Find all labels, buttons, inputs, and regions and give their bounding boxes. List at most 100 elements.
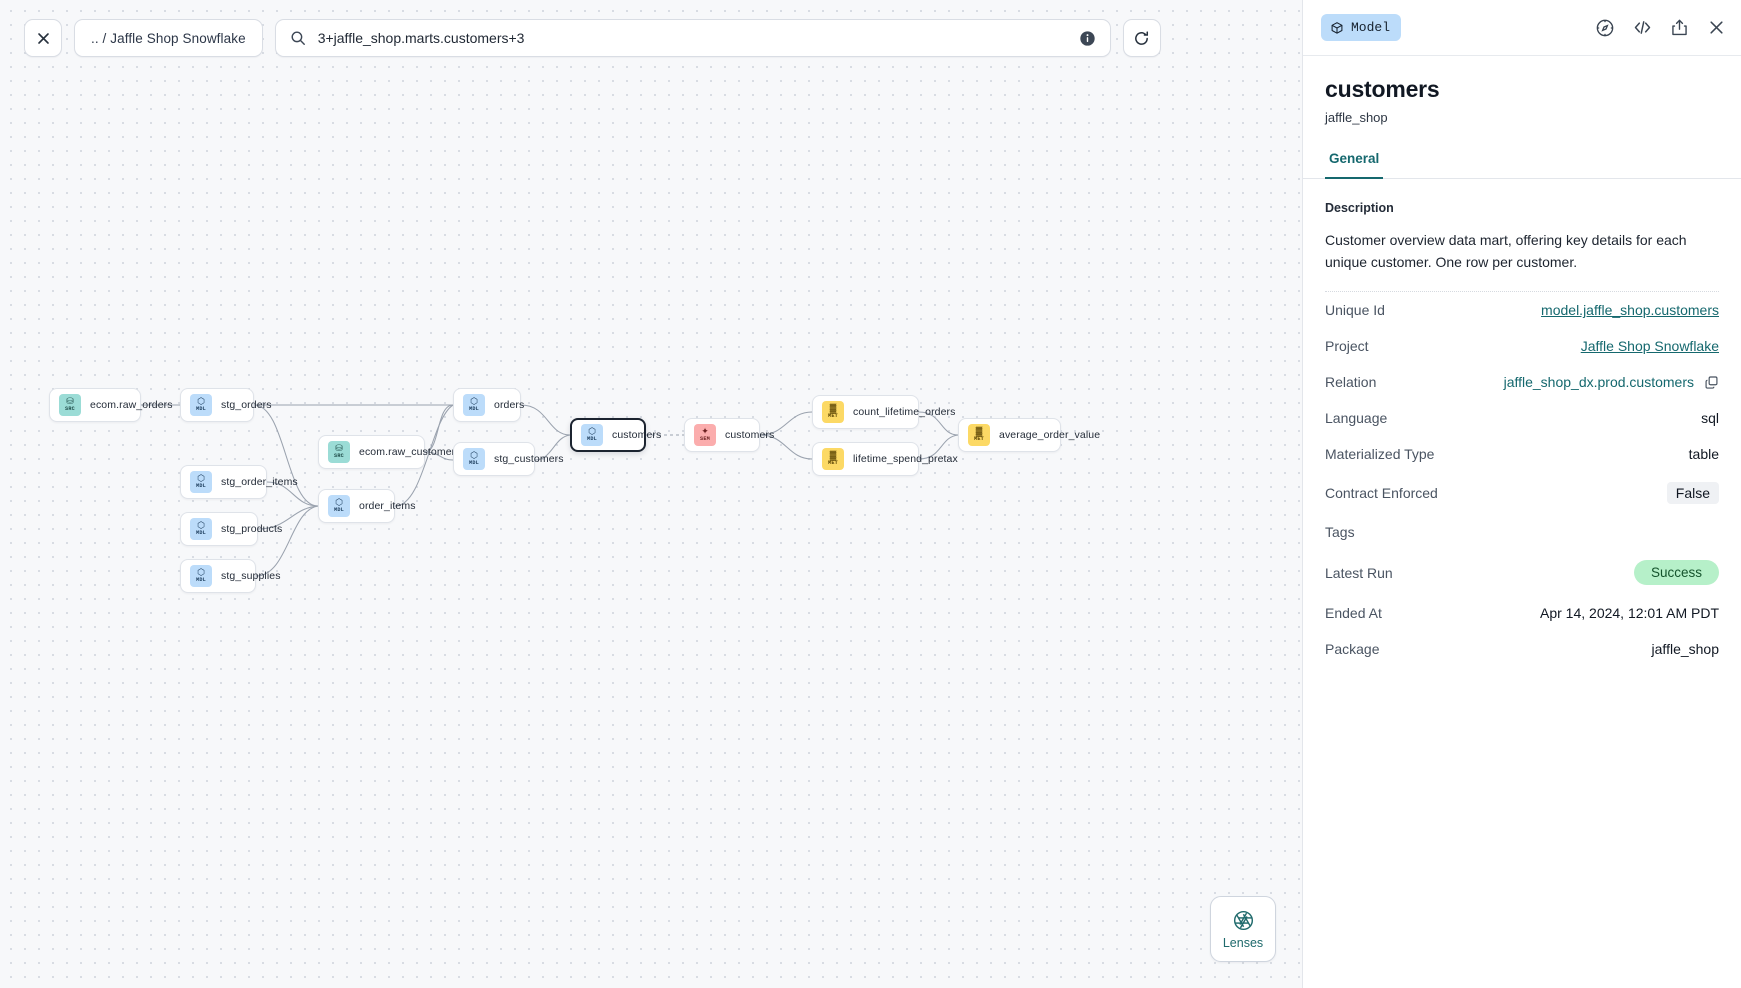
graph-node-label: customers [612,429,662,441]
metadata-key: Project [1325,338,1369,354]
badge-text: SRC [334,453,344,460]
badge-glyph: ⬡ [197,520,205,531]
metadata-value: Apr 14, 2024, 12:01 AM PDT [1540,605,1719,621]
node-type-badge-mdl-icon: ⬡MDL [190,471,212,493]
badge-glyph: ⛁ [66,396,74,407]
panel-body: Description Customer overview data mart,… [1303,179,1741,988]
graph-node-label: average_order_value [999,429,1101,441]
aperture-icon [1233,910,1253,930]
description-text: Customer overview data mart, offering ke… [1325,232,1687,270]
description-label: Description [1325,201,1394,215]
badge-text: SRC [65,406,75,413]
graph-node-label: order_items [359,500,416,512]
metadata-value[interactable]: Jaffle Shop Snowflake [1580,338,1719,354]
metadata-key: Package [1325,641,1380,657]
page-subtitle: jaffle_shop [1325,110,1388,125]
node-type-badge-mdl-icon: ⬡MDL [190,518,212,540]
status-badge: Success [1633,560,1719,585]
badge-glyph: ✦ [701,426,709,437]
badge-glyph: ▓ [975,426,983,437]
graph-node-order_items[interactable]: ⬡MDL order_items [318,489,415,523]
metadata-key: Tags [1325,524,1355,540]
badge-glyph: ⬡ [335,497,343,508]
lineage-search[interactable] [274,19,1111,57]
graph-node-label: lifetime_spend_pretax [853,453,958,465]
search-input[interactable] [317,30,1067,46]
metadata-row: Project Jaffle Shop Snowflake [1325,328,1719,364]
badge-glyph: ▓ [829,450,837,461]
graph-node-customers_semantic[interactable]: ✦SEM customers [684,418,774,452]
metadata-value-wrap: table [1689,446,1719,462]
metadata-row: Ended At Apr 14, 2024, 12:01 AM PDT [1325,595,1719,631]
metadata-value-wrap: Success [1633,560,1719,585]
graph-node-stg_orders[interactable]: ⬡MDL stg_orders [180,388,272,422]
metadata-row: Tags [1325,514,1719,550]
explore-icon [1596,19,1614,36]
metadata-key: Ended At [1325,605,1382,621]
refresh-button[interactable] [1122,19,1161,57]
copy-icon[interactable] [1704,375,1719,390]
graph-node-label: orders [494,399,525,411]
graph-node-label: ecom.raw_customers [359,446,461,458]
metadata-key: Language [1325,410,1388,426]
badge-glyph: ⬡ [197,567,205,578]
node-type-badge-src-icon: ⛁SRC [59,394,81,416]
metadata-value-wrap: jaffle_shop_dx.prod.customers [1504,374,1719,390]
explore-button[interactable] [1594,17,1616,39]
metadata-value-wrap: Apr 14, 2024, 12:01 AM PDT [1540,605,1719,621]
metadata-value[interactable]: model.jaffle_shop.customers [1541,302,1719,318]
graph-node-ecom_raw_customers[interactable]: ⛁SRC ecom.raw_customers [318,435,460,469]
details-panel: Model [1302,0,1741,988]
metadata-value-wrap: Jaffle Shop Snowflake [1581,338,1719,354]
cube-icon [1331,21,1343,34]
metadata-value: sql [1701,410,1719,426]
badge-glyph: ⬡ [197,396,205,407]
badge-text: SEM [700,436,710,443]
graph-node-label: stg_orders [221,399,272,411]
tab-general[interactable]: General [1325,151,1384,179]
node-type-chip[interactable]: Model [1321,14,1402,41]
node-type-badge-mdl-icon: ⬡MDL [190,394,212,416]
badge-glyph: ⬡ [197,473,205,484]
node-type-badge-mdl-icon: ⬡MDL [328,495,350,517]
metadata-value: table [1688,446,1719,462]
panel-action-group [1594,17,1727,39]
code-button[interactable] [1631,17,1653,39]
breadcrumb-button[interactable]: .. / Jaffle Shop Snowflake [74,19,263,57]
metadata-row: Language sql [1325,400,1719,436]
lenses-button[interactable]: Lenses [1210,896,1276,962]
graph-node-lifetime_spend_pretax[interactable]: ▓MET lifetime_spend_pretax [812,442,958,476]
badge-text: MDL [334,507,344,514]
node-type-badge-mdl-icon: ⬡MDL [463,448,485,470]
share-button[interactable] [1668,17,1690,39]
badge-text: MET [828,413,838,420]
panel-header: customers jaffle_shop [1303,56,1741,125]
close-lineage-button[interactable] [24,19,62,57]
graph-node-label: customers [725,429,775,441]
metadata-value[interactable]: jaffle_shop_dx.prod.customers [1503,374,1694,390]
metadata-value-chip: False [1666,482,1719,504]
node-type-label: Model [1351,20,1391,35]
badge-text: MDL [469,460,479,467]
badge-text: MET [828,460,838,467]
close-panel-button[interactable] [1705,17,1727,39]
node-type-badge-src-icon: ⛁SRC [328,441,350,463]
node-type-badge-met-icon: ▓MET [822,448,844,470]
badge-text: MDL [196,483,206,490]
close-icon [37,32,49,44]
lineage-canvas[interactable]: .. / Jaffle Shop Snowflake [0,0,1302,988]
lenses-label: Lenses [1222,935,1264,950]
info-icon[interactable] [1079,30,1096,47]
